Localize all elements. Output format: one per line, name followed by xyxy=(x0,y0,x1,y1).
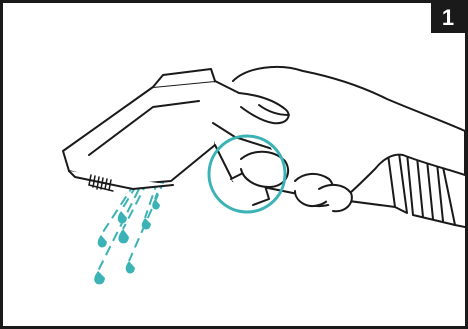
droplet xyxy=(94,271,105,284)
droplet xyxy=(152,199,160,210)
droplet xyxy=(118,229,129,243)
spray-tool-illustration xyxy=(3,3,465,326)
droplet xyxy=(98,235,107,247)
droplet xyxy=(126,261,135,273)
droplet xyxy=(142,218,151,229)
step-number-badge: 1 xyxy=(431,3,465,33)
